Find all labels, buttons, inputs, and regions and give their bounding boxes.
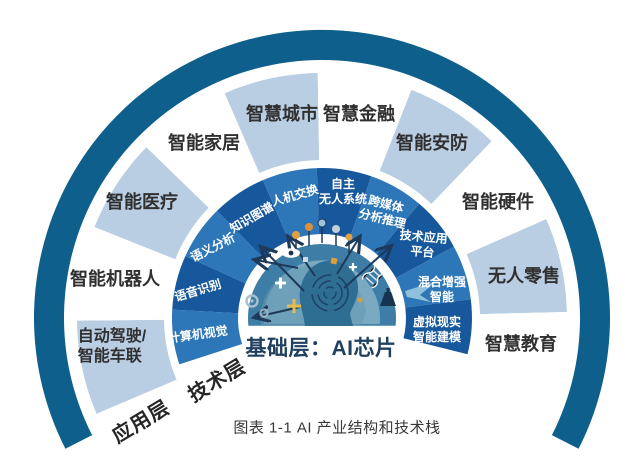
flask-icon bbox=[380, 288, 396, 306]
app-label-smart-finance: 智慧金融 bbox=[323, 103, 395, 124]
tech-label-hybrid-augmented-intelligence: 混合增强 智能 bbox=[417, 275, 467, 304]
app-label-hardware: 智能硬件 bbox=[462, 191, 534, 212]
app-label-healthcare: 智能医疗 bbox=[106, 191, 178, 212]
app-wedge-2 bbox=[94, 147, 209, 260]
app-wedge-6 bbox=[379, 89, 492, 204]
tech-label-vr-intelligent-modeling: 虚拟现实 智能建模 bbox=[412, 315, 462, 344]
gear-icon bbox=[245, 294, 269, 318]
paper-plane-icon bbox=[405, 281, 437, 302]
tech-segment-7 bbox=[376, 203, 454, 278]
app-wedge-5 bbox=[317, 72, 412, 171]
tech-segment-9 bbox=[403, 299, 472, 355]
core-layer-label: 基础层：AI芯片 bbox=[245, 337, 397, 360]
pin-head bbox=[292, 231, 300, 239]
tech-segment-2 bbox=[185, 210, 264, 284]
app-wedge-0 bbox=[77, 319, 177, 414]
app-wedge-4 bbox=[224, 73, 320, 173]
tech-label-autonomous-unmanned-systems: 自主 无人系统 bbox=[318, 177, 368, 206]
node-square bbox=[303, 257, 308, 262]
tech-segment-4 bbox=[262, 168, 320, 241]
tech-segment-6 bbox=[349, 176, 420, 254]
tech-label-application-platform: 技术应用 平台 bbox=[399, 227, 449, 260]
app-label-security: 智能安防 bbox=[396, 132, 468, 153]
app-label-unmanned-retail: 无人零售 bbox=[488, 265, 560, 286]
pin-head bbox=[305, 223, 313, 231]
ai-chip-core-illustration bbox=[245, 218, 437, 326]
eye-icon bbox=[282, 248, 300, 258]
sparkle-icons bbox=[275, 263, 357, 313]
tech-segment-0 bbox=[171, 309, 243, 365]
pin-head bbox=[317, 218, 327, 228]
pin-head bbox=[332, 225, 340, 233]
tech-segment-5 bbox=[316, 168, 372, 239]
app-label-robots: 智能机器人 bbox=[70, 268, 160, 289]
app-wedge-3 bbox=[146, 93, 260, 208]
head-profile-icon bbox=[299, 260, 359, 326]
pin-head bbox=[345, 233, 353, 241]
app-wedge-9 bbox=[469, 312, 567, 406]
node-dot bbox=[357, 297, 363, 303]
app-wedge-7 bbox=[431, 141, 547, 255]
app-label-smart-home: 智能家居 bbox=[168, 132, 240, 153]
ring-sectors bbox=[33, 29, 610, 449]
tech-segment-1 bbox=[172, 256, 246, 314]
app-wedge-8 bbox=[466, 219, 567, 315]
app-label-smart-city: 智慧城市 bbox=[246, 103, 318, 124]
app-label-autonomous-driving: 自动驾驶/ 智能车联 bbox=[77, 328, 147, 365]
dna-icon bbox=[361, 266, 384, 289]
node-square bbox=[330, 257, 338, 265]
app-wedge-1 bbox=[76, 227, 176, 321]
brain-swirl-icon bbox=[311, 274, 349, 312]
figure-caption: 图表 1-1 AI 产业结构和技术栈 bbox=[233, 419, 441, 437]
tech-segment-3 bbox=[217, 180, 289, 258]
app-label-education: 智慧教育 bbox=[485, 333, 557, 354]
